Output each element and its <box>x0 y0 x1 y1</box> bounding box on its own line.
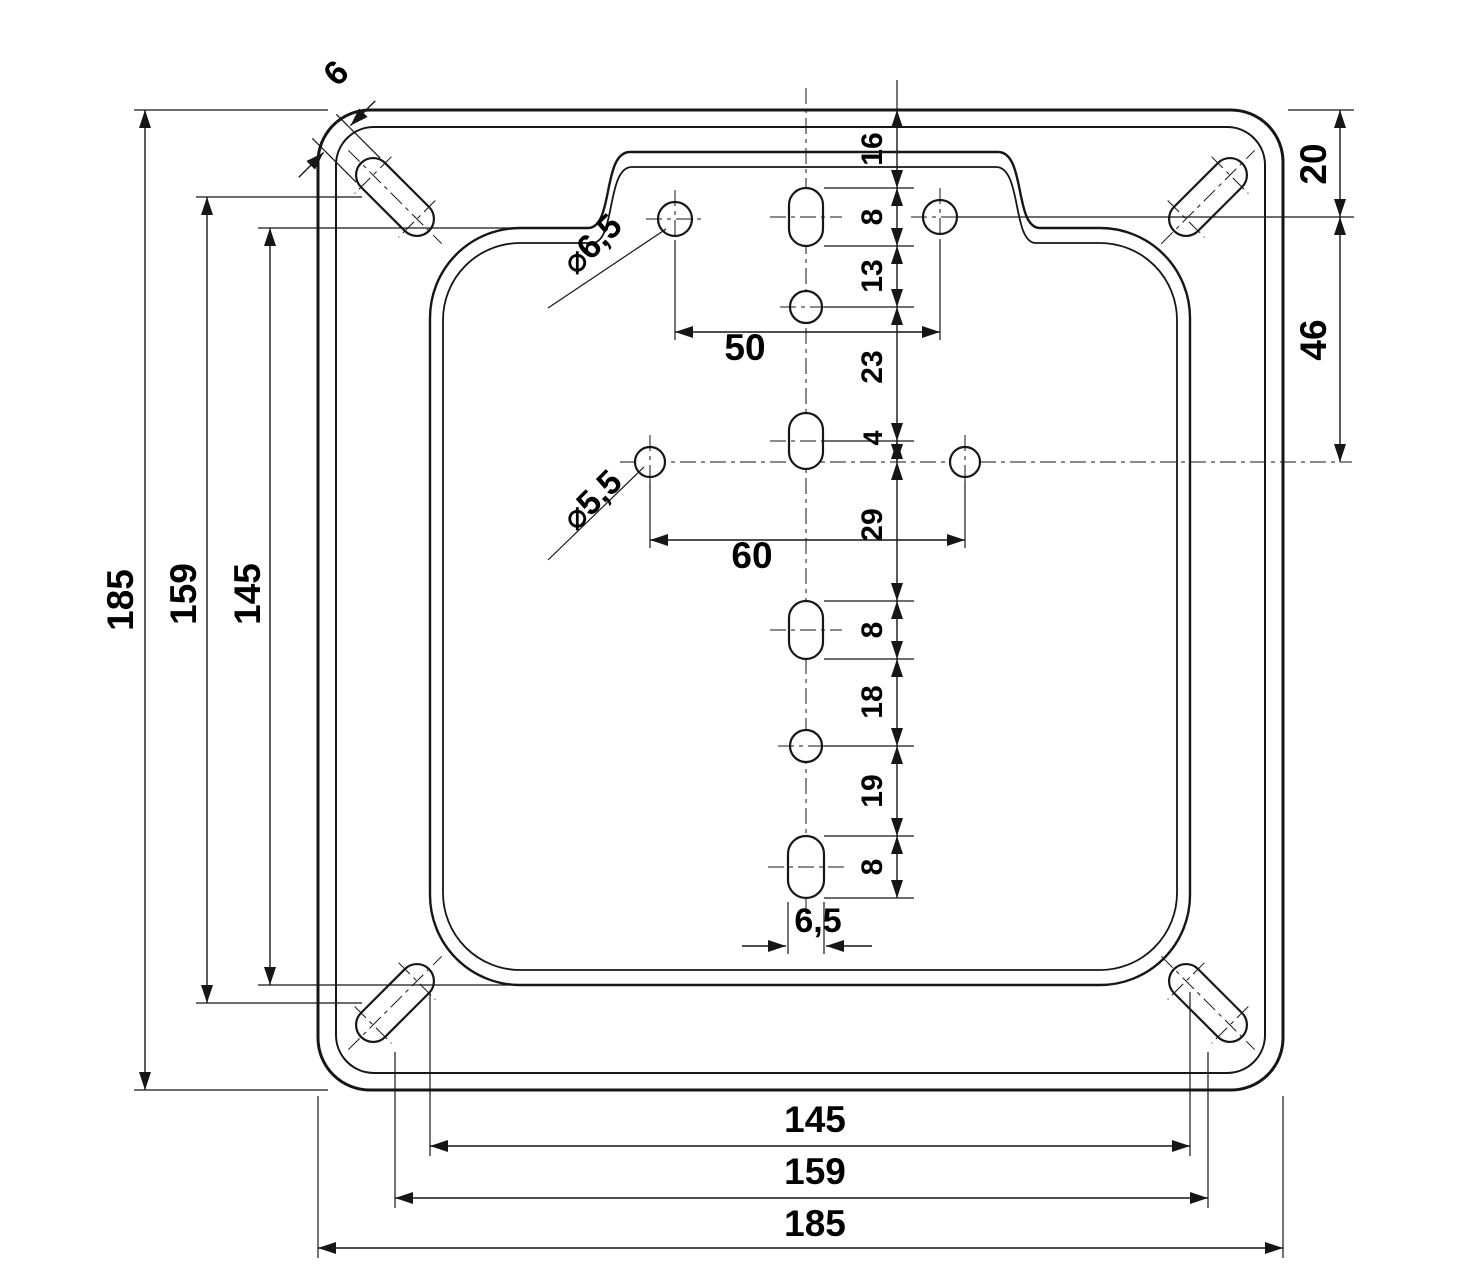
dim-label-18: 18 <box>856 685 889 718</box>
dim-label-145-left: 145 <box>227 563 268 625</box>
dim-label-185-bottom: 185 <box>784 1203 846 1244</box>
slot-end-centerline <box>1211 1006 1249 1044</box>
center-holes <box>620 88 1352 918</box>
dim-label-29: 29 <box>856 508 889 541</box>
dim-label-159-bottom: 159 <box>784 1151 846 1192</box>
bottom-dimensions: 145 159 185 <box>317 992 1284 1258</box>
dim-label-8a: 8 <box>856 209 889 226</box>
horizontal-dimensions: 50 60 6,5 <box>649 240 966 954</box>
slot-width-dim-line <box>298 151 325 178</box>
leader-line-5_5 <box>547 466 645 561</box>
slot-centerline <box>347 149 443 245</box>
dim-label-6_5: 6,5 <box>794 902 841 940</box>
corner-slot-top-right <box>1160 149 1256 245</box>
corner-slot-top-left: 6 <box>298 53 443 245</box>
dim-label-23: 23 <box>856 350 889 383</box>
plate-outer-edge <box>316 108 1285 1092</box>
diameter-callouts: ⌀6,5 ⌀5,5 <box>547 207 667 561</box>
dim-label-8c: 8 <box>856 859 889 876</box>
dim-label-60: 60 <box>731 535 772 576</box>
dim-label-4: 4 <box>858 430 888 445</box>
dia-label-5_5: ⌀5,5 <box>555 463 630 538</box>
dim-label-46: 46 <box>1293 319 1334 360</box>
slot-end-centerline <box>1211 156 1249 194</box>
pocket-inner-line <box>442 166 1178 971</box>
dim-label-13: 13 <box>856 259 889 292</box>
slot-width-ext-line <box>335 113 381 159</box>
dim-label-8b: 8 <box>856 622 889 639</box>
chain-dimensions: 16 8 13 23 4 29 8 18 19 8 <box>824 80 914 899</box>
slot-end-centerline <box>354 156 392 194</box>
slot-width-ext-line <box>311 137 357 183</box>
slot-end-centerline <box>398 962 436 1000</box>
dia-label-6_5: ⌀6,5 <box>555 207 630 282</box>
plate-inner-edge <box>335 126 1266 1074</box>
dim-label-20: 20 <box>1293 143 1334 184</box>
leader-line-6_5 <box>547 228 667 309</box>
corner-slot-bottom-right <box>1160 955 1256 1051</box>
left-dimensions: 185 159 145 <box>100 109 592 1091</box>
slot-end-centerline <box>1167 962 1205 1000</box>
slot-end-centerline <box>354 1006 392 1044</box>
dim-label-185-left: 185 <box>100 569 141 631</box>
slot-end-centerline <box>1167 200 1205 238</box>
slot-centerline <box>1160 955 1256 1051</box>
corner-slot-bottom-left <box>347 955 443 1051</box>
slot-end-centerline <box>398 200 436 238</box>
dim-label-145-bottom: 145 <box>784 1099 846 1140</box>
dim-label-50: 50 <box>724 327 765 368</box>
slot-width-dim-line <box>349 100 376 127</box>
slot-centerline <box>347 955 443 1051</box>
dim-label-159-left: 159 <box>163 563 204 625</box>
dim-label-6: 6 <box>316 53 356 93</box>
slot-centerline <box>1160 149 1256 245</box>
dim-label-16: 16 <box>856 132 889 165</box>
plate-outline <box>316 108 1285 1092</box>
dim-label-19: 19 <box>856 774 889 807</box>
right-dimensions: 20 46 <box>958 109 1354 462</box>
